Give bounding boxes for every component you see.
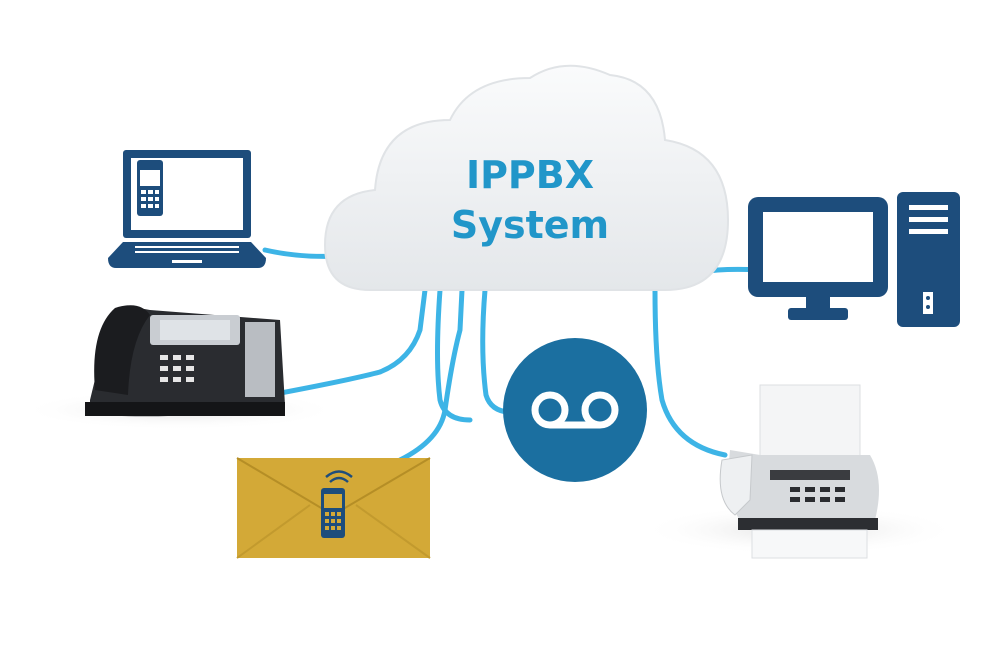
cloud-shape xyxy=(323,64,730,291)
wire-envelope xyxy=(397,287,465,463)
wire-fax xyxy=(652,287,728,458)
mobile-email-icon xyxy=(236,457,431,559)
voicemail-icon xyxy=(503,338,647,482)
cloud-title-line1: IPPBX xyxy=(465,153,595,197)
fax-machine xyxy=(719,384,879,559)
wire-desk-phone xyxy=(267,287,428,398)
laptop-softphone-icon xyxy=(108,150,266,268)
cloud-title: IPPBX System xyxy=(420,150,640,250)
desktop-computer-icon xyxy=(748,192,960,327)
wire-voicemail xyxy=(480,287,523,415)
wire-voicemail-2 xyxy=(435,287,473,423)
desk-phone xyxy=(85,305,285,417)
cloud-title-line2: System xyxy=(450,203,610,247)
